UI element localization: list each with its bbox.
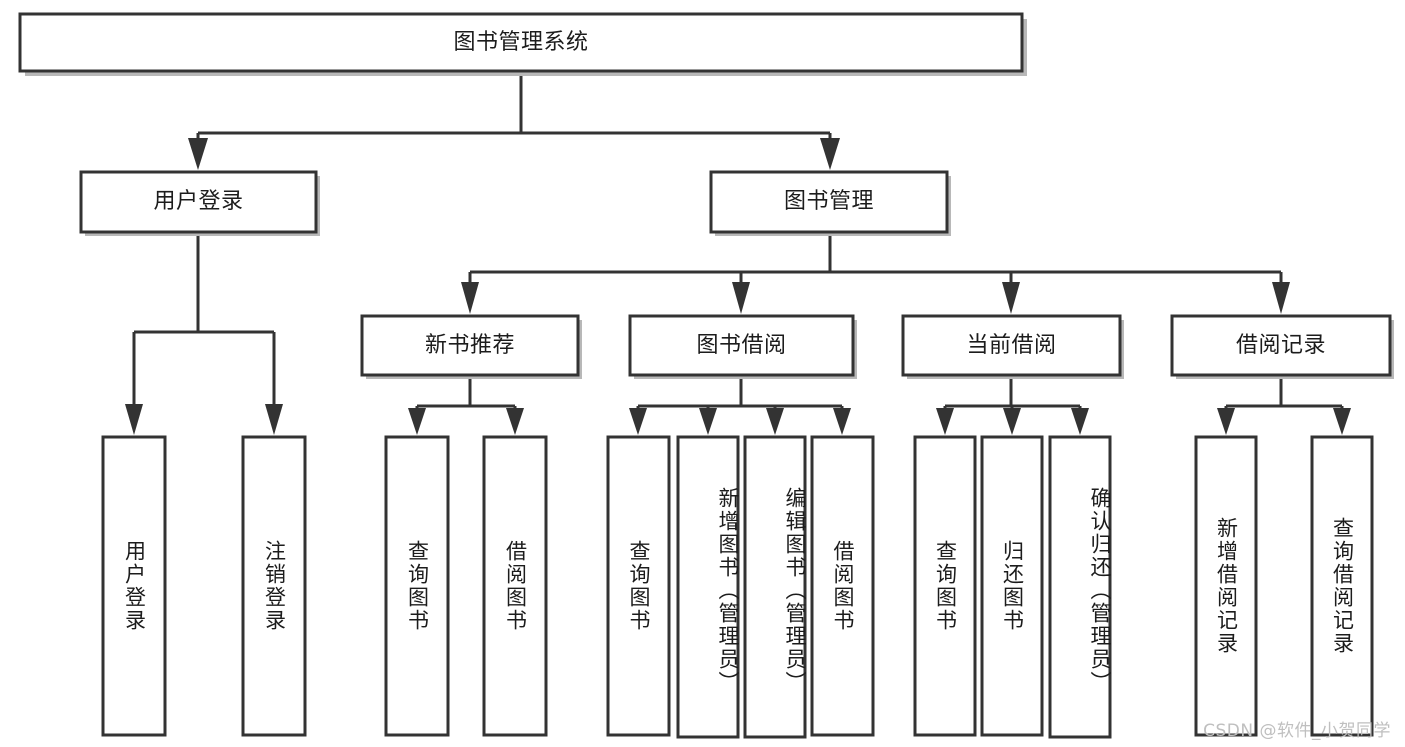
connector-root-to-level2 bbox=[188, 71, 840, 170]
arrow-head-leaf-return-book bbox=[1003, 408, 1021, 435]
node-leaf-query-record[interactable] bbox=[1310, 435, 1374, 737]
node-book-borrow[interactable] bbox=[628, 314, 857, 379]
arrow-head-leaf-confirm-return bbox=[1071, 408, 1089, 435]
node-leaf-user-login[interactable] bbox=[101, 435, 167, 737]
arrow-head-book-borrow bbox=[732, 282, 750, 314]
arrow-head-current-borrow bbox=[1002, 282, 1020, 314]
arrow-head-new-book-rec bbox=[461, 282, 479, 314]
arrow-head-borrow-record bbox=[1272, 282, 1290, 314]
arrow-head-leaf-edit-book bbox=[766, 408, 784, 435]
connector-user-login-to-leaves bbox=[125, 232, 283, 435]
node-borrow-record[interactable] bbox=[1170, 314, 1394, 379]
node-leaf-return-book[interactable] bbox=[980, 435, 1044, 737]
arrow-head-leaf-add-record bbox=[1217, 408, 1235, 435]
arrow-head-leaf-borrow-book-bb bbox=[833, 408, 851, 435]
node-leaf-add-book[interactable] bbox=[676, 435, 740, 739]
node-leaf-borrow-book-bb[interactable] bbox=[810, 435, 875, 737]
connector-borrow-record-to-leaves bbox=[1217, 375, 1351, 435]
node-user-login[interactable] bbox=[79, 170, 320, 236]
arrow-head-user-login bbox=[188, 138, 208, 170]
node-leaf-query-book-cb[interactable] bbox=[913, 435, 977, 737]
arrow-head-book-manage bbox=[820, 138, 840, 170]
arrow-head-leaf-user-logout bbox=[265, 404, 283, 435]
node-leaf-confirm-return[interactable] bbox=[1048, 435, 1112, 739]
node-current-borrow[interactable] bbox=[901, 314, 1124, 379]
node-leaf-user-logout[interactable] bbox=[241, 435, 307, 737]
node-book-manage[interactable] bbox=[709, 170, 951, 236]
watermark-text: CSDN @软件_小贺同学 bbox=[1203, 721, 1391, 741]
node-leaf-query-book-rec[interactable] bbox=[384, 435, 450, 737]
arrow-head-leaf-query-book-cb bbox=[936, 408, 954, 435]
connector-book-manage-to-level3 bbox=[461, 232, 1290, 314]
node-root[interactable] bbox=[18, 12, 1027, 76]
arrow-head-leaf-query-record bbox=[1333, 408, 1351, 435]
connector-new-book-rec-to-leaves bbox=[408, 375, 524, 435]
arrow-head-leaf-query-book-rec bbox=[408, 408, 426, 435]
arrow-head-leaf-query-book-bb bbox=[629, 408, 647, 435]
node-leaf-add-record[interactable] bbox=[1194, 435, 1258, 737]
arrow-head-leaf-user-login bbox=[125, 404, 143, 435]
node-leaf-edit-book[interactable] bbox=[743, 435, 807, 739]
connector-book-borrow-to-leaves bbox=[629, 375, 851, 435]
node-leaf-borrow-book-rec[interactable] bbox=[482, 435, 548, 737]
arrow-head-leaf-borrow-book-rec bbox=[506, 408, 524, 435]
arrow-head-leaf-add-book bbox=[699, 408, 717, 435]
connector-current-borrow-to-leaves bbox=[936, 375, 1089, 435]
node-leaf-query-book-bb[interactable] bbox=[606, 435, 671, 737]
node-new-book-rec[interactable] bbox=[360, 314, 582, 379]
